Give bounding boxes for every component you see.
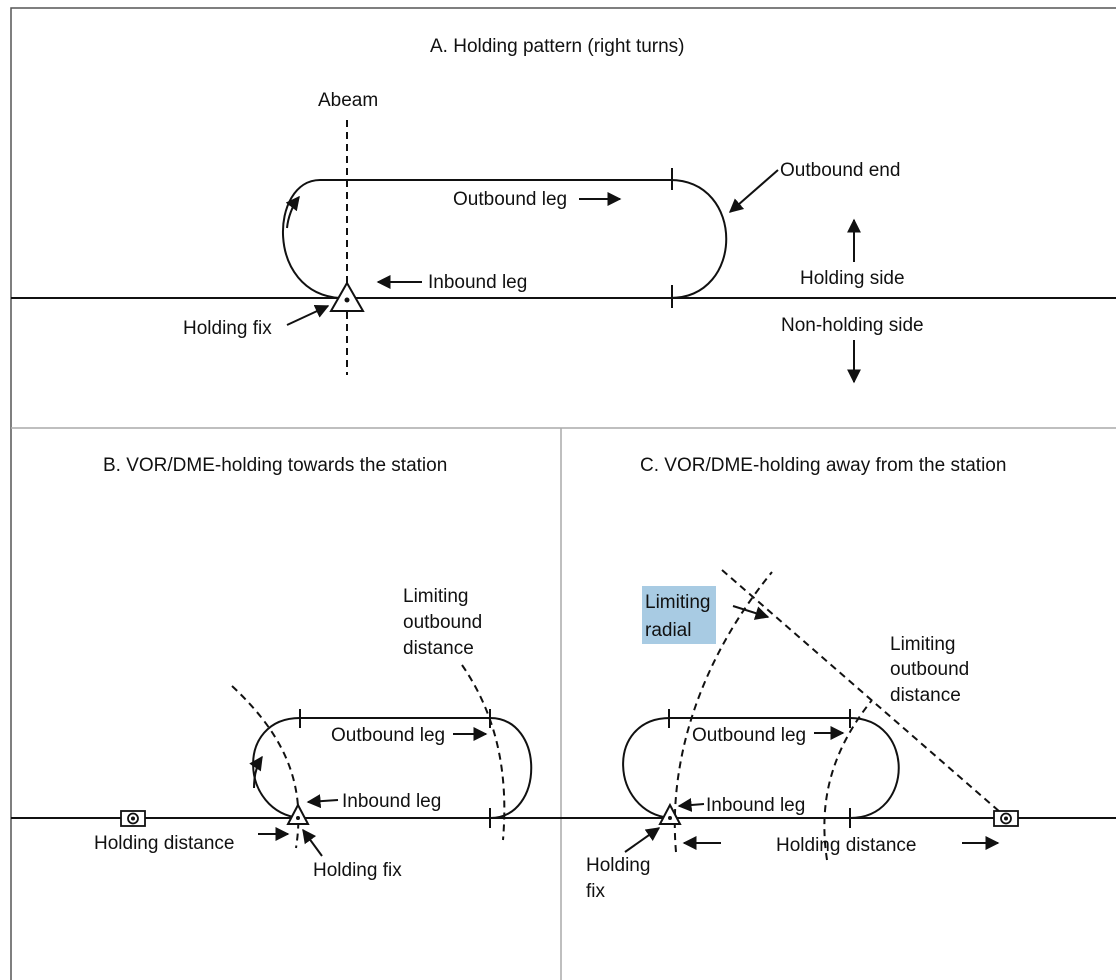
panel-c-limiting-radial-pointer xyxy=(732,605,770,620)
panel-b-holding-distance-label: Holding distance xyxy=(94,833,234,854)
panel-c-limiting-label-2: outbound xyxy=(890,659,969,680)
panel-b-holding-distance-arc xyxy=(231,685,300,849)
panel-b-racetrack xyxy=(252,717,533,819)
abeam-label: Abeam xyxy=(318,90,378,111)
panel-b-limiting-label-3: distance xyxy=(403,638,474,659)
panel-b-inbound-leg-arrow xyxy=(306,794,339,809)
panel-b-outbound-leg-label: Outbound leg xyxy=(331,725,445,746)
outbound-leg-label: Outbound leg xyxy=(453,189,567,210)
outbound-end-pointer xyxy=(728,169,779,213)
panel-a-holding-fix-dot xyxy=(344,297,350,303)
panel-a: A. Holding pattern (right turns) Abeam O… xyxy=(11,36,1116,384)
panel-b-vor-station-icon xyxy=(120,810,146,827)
panel-c-limiting-radial-label-1: Limiting xyxy=(645,592,710,613)
panel-c-holding-fix-dot xyxy=(668,816,672,820)
panel-c-holding-fix-label-2: fix xyxy=(586,881,606,902)
panel-c-inbound-leg-label: Inbound leg xyxy=(706,795,805,816)
panel-c-holding-distance-label: Holding distance xyxy=(776,835,916,856)
diagram-frame xyxy=(10,7,1116,980)
panel-c-holding-fix-label-1: Holding xyxy=(586,855,650,876)
panel-b-holding-fix-label: Holding fix xyxy=(313,860,402,881)
panel-b-title: B. VOR/DME-holding towards the station xyxy=(103,455,447,476)
panel-c-vor-station-icon xyxy=(993,810,1019,827)
panel-b-limiting-label-2: outbound xyxy=(403,612,482,633)
panel-c-outbound-leg-label: Outbound leg xyxy=(692,725,806,746)
holding-fix-label: Holding fix xyxy=(183,318,272,339)
panel-a-title: A. Holding pattern (right turns) xyxy=(430,36,685,57)
panel-c-holding-fix-pointer xyxy=(624,827,661,853)
panel-c-limiting-distance-arc xyxy=(823,699,873,861)
panel-b-limiting-distance-arc xyxy=(461,664,506,841)
panel-b-holding-fix-pointer xyxy=(302,828,323,857)
panel-b-turn-arrow xyxy=(249,755,263,789)
panel-a-racetrack xyxy=(282,179,728,299)
holding-side-label: Holding side xyxy=(800,268,905,289)
panel-b-holding-fix-dot xyxy=(296,816,300,820)
outbound-end-label: Outbound end xyxy=(780,160,900,181)
panel-b-inbound-leg-label: Inbound leg xyxy=(342,791,441,812)
inbound-leg-label: Inbound leg xyxy=(428,272,527,293)
panel-c: C. VOR/DME-holding away from the station… xyxy=(561,455,1116,902)
panel-b-limiting-label-1: Limiting xyxy=(403,586,468,607)
panel-a-holding-fix-triangle xyxy=(329,280,365,312)
panel-c-holding-fix-triangle xyxy=(658,802,682,825)
panel-c-limiting-radial-highlight xyxy=(642,586,716,644)
panel-a-turn-arrow xyxy=(285,195,300,229)
panel-c-limiting-label-3: distance xyxy=(890,685,961,706)
panel-c-inbound-leg-arrow xyxy=(677,798,705,812)
panel-c-limiting-radial-label-2: radial xyxy=(645,620,691,641)
panel-c-limiting-label-1: Limiting xyxy=(890,634,955,655)
holding-fix-pointer xyxy=(286,304,330,326)
panel-c-title: C. VOR/DME-holding away from the station xyxy=(640,455,1006,476)
non-holding-side-label: Non-holding side xyxy=(781,315,924,336)
panel-b-holding-fix-triangle xyxy=(286,802,310,825)
panel-b: B. VOR/DME-holding towards the station L… xyxy=(11,455,561,881)
